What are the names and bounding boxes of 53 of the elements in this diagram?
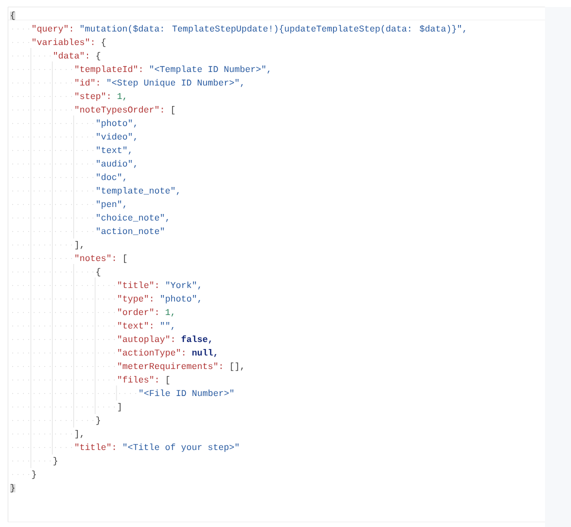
json-key: "title": — [118, 282, 158, 288]
string-value: "doc", — [96, 174, 126, 182]
bracket: { — [96, 268, 100, 276]
bracket: } — [32, 470, 36, 479]
bracket: [], — [230, 362, 243, 371]
bracket: [ — [166, 376, 170, 384]
json-key: "text": — [118, 322, 152, 329]
json-key: "data": — [54, 52, 88, 59]
bracket: } — [10, 484, 16, 492]
string-value: "video", — [96, 133, 136, 142]
string-value: "<Title of your step>" — [124, 444, 239, 452]
bracket: ] — [118, 403, 121, 412]
string-value: "template_note", — [96, 187, 179, 196]
json-key: "type": — [118, 295, 152, 304]
number-value: 1, — [118, 93, 126, 101]
bracket: ], — [75, 241, 83, 250]
string-value: "pen", — [96, 200, 126, 209]
json-key: "templateId": — [75, 66, 142, 74]
string-value: "text", — [96, 146, 131, 155]
string-value: "<Template ID Number>", — [150, 66, 270, 74]
string-value: "photo", — [160, 295, 200, 304]
json-key: "noteTypesOrder": — [75, 106, 163, 114]
string-value: "<File ID Number>" — [140, 390, 234, 396]
string-value: "choice_note", — [96, 214, 168, 222]
bracket: [ — [172, 106, 174, 114]
bracket: ], — [75, 430, 83, 438]
string-value: "<Step Unique ID Number>", — [107, 79, 243, 88]
json-key: "id": — [75, 79, 99, 86]
string-value: "mutation($data: TemplateStepUpdate!){updateTemplateStep(data: $data)}", — [80, 25, 466, 34]
json-key: "notes": — [75, 254, 115, 262]
json-key: "query": — [32, 25, 72, 34]
json-key: "order": — [118, 308, 158, 316]
bracket: { — [10, 12, 16, 20]
json-key: "files": — [118, 376, 158, 383]
json-key: "meterRequirements": — [118, 362, 222, 371]
string-value: "York", — [166, 282, 200, 290]
string-value: "audio", — [96, 160, 136, 168]
string-value: "", — [160, 322, 174, 330]
string-value: "photo", — [96, 120, 136, 128]
bracket: { — [102, 38, 106, 47]
bracket: } — [96, 416, 100, 425]
json-key: "actionType": — [118, 349, 184, 358]
json-key: "title": — [75, 444, 115, 450]
number-value: 1, — [166, 309, 174, 317]
bracket: { — [96, 52, 100, 60]
bracket: } — [54, 457, 58, 466]
bracket: [ — [124, 254, 126, 263]
json-key: "autoplay": — [118, 336, 174, 344]
json-key: "step": — [75, 92, 110, 101]
string-value: "action_note" — [96, 228, 164, 235]
json-key: "variables": — [32, 38, 94, 46]
keyword-value: null, — [192, 349, 216, 358]
keyword-value: false, — [182, 335, 212, 344]
